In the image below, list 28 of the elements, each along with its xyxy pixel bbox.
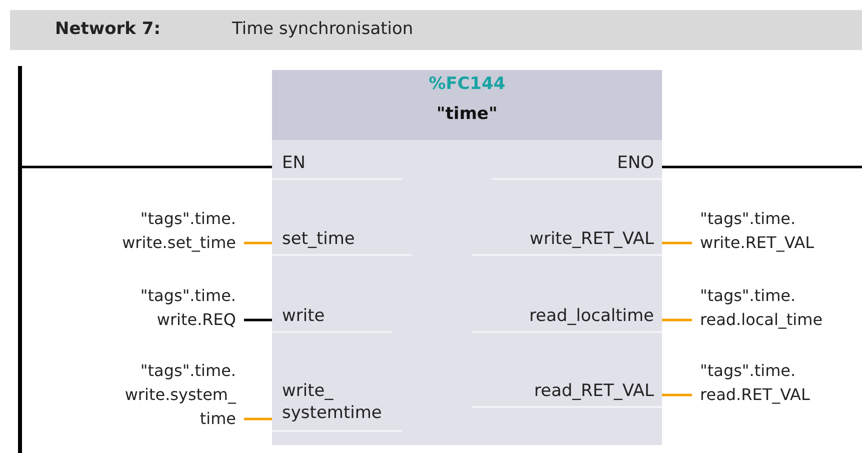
- wire: [662, 318, 692, 322]
- output-pin: read_RET_VAL: [472, 376, 662, 408]
- input-pin: set_time: [272, 224, 412, 256]
- wire: [244, 418, 272, 420]
- output-pin: read_localtime: [472, 301, 662, 333]
- tag-label: "tags".time. read.RET_VAL: [696, 359, 862, 407]
- tag-label: "tags".time. read.local_time: [696, 284, 862, 332]
- network-title: Network 7:: [55, 19, 161, 39]
- wire: [22, 166, 272, 168]
- function-block: [272, 70, 662, 445]
- wire: [244, 242, 272, 244]
- wire: [662, 394, 692, 396]
- wire: [244, 318, 272, 322]
- input-pin: write: [272, 301, 392, 333]
- input-pin: write_ systemtime: [272, 376, 402, 432]
- input-pin: EN: [272, 148, 402, 180]
- tag-label: "tags".time. write.set_time: [104, 207, 240, 255]
- network-comment: Time synchronisation: [232, 19, 414, 39]
- tag-label: "tags".time. write.RET_VAL: [696, 207, 862, 255]
- block-name: "time": [436, 104, 498, 124]
- tag-label: "tags".time. write.system_ time: [104, 359, 240, 431]
- block-number: %FC144: [428, 74, 506, 94]
- wire: [662, 166, 862, 168]
- output-pin: ENO: [492, 148, 662, 180]
- output-pin: write_RET_VAL: [472, 224, 662, 256]
- tag-label: "tags".time. write.REQ: [104, 284, 240, 332]
- wire: [662, 242, 692, 244]
- power-rail: [18, 66, 22, 453]
